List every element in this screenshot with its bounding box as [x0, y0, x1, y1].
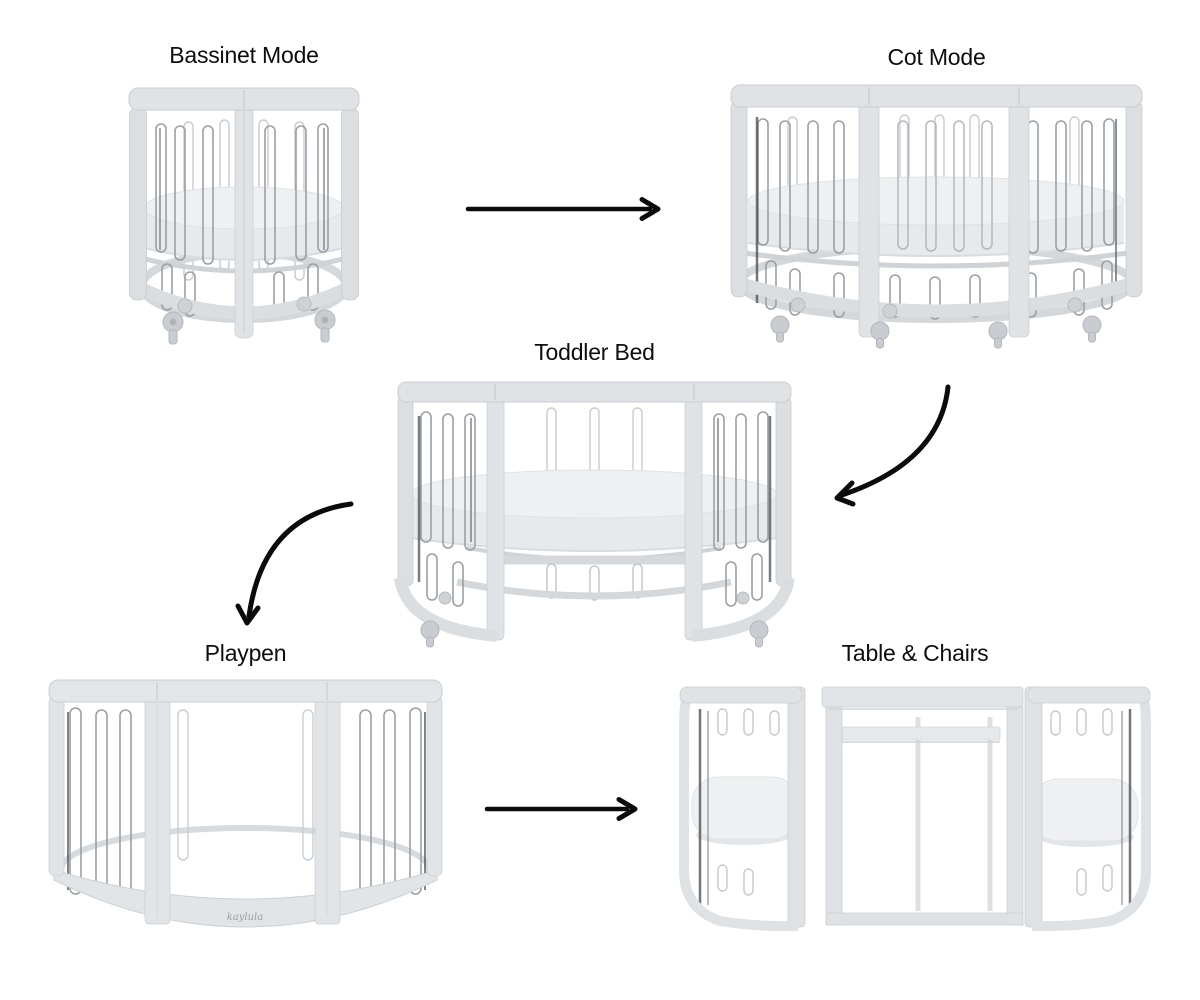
left-chair	[679, 686, 806, 932]
stage-label-playpen: Playpen	[204, 640, 287, 666]
playpen-base: kaylula	[53, 869, 438, 928]
cot-top-rail	[730, 84, 1143, 108]
cot-front-slats	[757, 118, 1115, 320]
table-top	[821, 686, 1024, 708]
bassinet-floor-casters	[162, 309, 336, 345]
stage-label-toddler-bed: Toddler Bed	[534, 339, 655, 365]
table-and-chairs-illustration	[679, 686, 1151, 932]
bassinet-front-slats	[155, 123, 329, 317]
right-chair	[1024, 686, 1151, 932]
bassinet-center-post	[234, 105, 254, 339]
stage-label-cot: Cot Mode	[887, 44, 986, 70]
bassinet-ring-casters	[177, 296, 312, 314]
cot-illustration	[730, 84, 1143, 349]
cot-middle-slats	[897, 120, 993, 252]
playpen-chrome-accents	[67, 712, 426, 890]
arrow-playpen-to-table-chairs	[484, 797, 638, 821]
toddler-left-panel	[394, 393, 505, 648]
brand-logo: kaylula	[227, 912, 264, 923]
cot-back-slats	[787, 114, 1080, 248]
playpen-middle-slats	[177, 709, 314, 861]
cot-base	[736, 276, 1136, 318]
cot-mattress-rail	[743, 250, 1129, 269]
cot-inner-posts	[858, 98, 1030, 338]
playpen-illustration: kaylula	[48, 679, 443, 928]
bassinet-side-posts	[129, 107, 359, 301]
cot-floor-casters	[770, 315, 1102, 349]
arrow-toddler-bed-to-playpen	[235, 501, 354, 626]
playpen-top-rail	[48, 679, 443, 703]
stage-label-table-chairs: Table & Chairs	[841, 640, 989, 666]
cot-chrome-accents	[755, 117, 1117, 303]
toddler-bed-illustration	[394, 381, 795, 648]
bassinet-top-rail	[128, 87, 360, 111]
toddler-mattress	[410, 469, 778, 552]
stage-label-bassinet: Bassinet Mode	[169, 42, 319, 68]
arrow-bassinet-to-cot	[465, 197, 661, 221]
playpen-inner-posts	[144, 693, 341, 925]
playpen-side-posts	[48, 695, 443, 877]
bassinet-illustration	[128, 87, 360, 345]
toddler-top-rail	[397, 381, 792, 403]
cot-ring-casters	[790, 297, 1083, 319]
playpen-end-slats	[69, 707, 422, 899]
bassinet-chrome-accents	[159, 128, 325, 250]
table	[821, 686, 1024, 926]
table-shelf	[841, 726, 1001, 741]
arrow-cot-to-toddler-bed	[834, 384, 951, 507]
